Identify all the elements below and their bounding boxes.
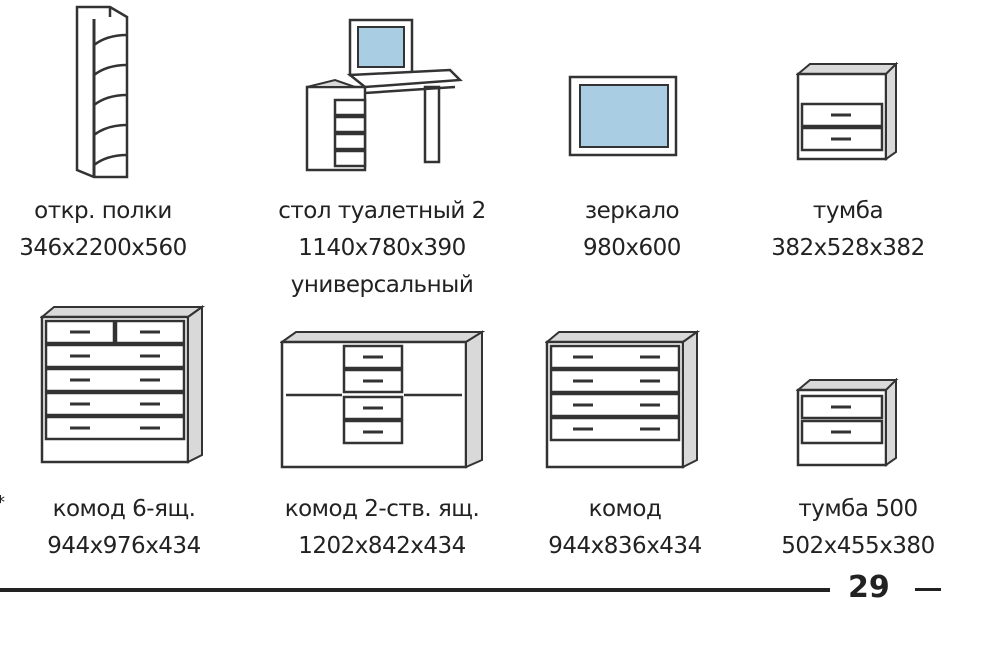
item-caption-open-shelves: откр. полки 346x2200x560 <box>0 193 253 267</box>
mirror-drawing <box>568 75 680 160</box>
item-name: комод 6-ящ. <box>52 496 196 522</box>
item-caption-mirror: зеркало 980x600 <box>482 193 782 267</box>
page-number: 29 <box>848 570 890 605</box>
item-caption-chest: комод 944x836x434 <box>475 491 775 565</box>
item-caption-nightstand: тумба 382x528x382 <box>698 193 998 267</box>
nightstand-500-drawing <box>796 378 901 468</box>
item-caption-chest-2-doors: комод 2-ств. ящ. 1202x842x434 <box>232 491 532 565</box>
open-shelves-drawing <box>72 5 132 180</box>
chest-drawing <box>545 330 700 470</box>
item-size: 502x455x380 <box>781 533 935 559</box>
footer-rule <box>0 588 830 592</box>
item-size: 944x976x434 <box>47 533 201 559</box>
item-size: 382x528x382 <box>771 235 925 261</box>
item-size: 944x836x434 <box>548 533 702 559</box>
item-size: 980x600 <box>583 235 681 261</box>
item-size: 1202x842x434 <box>298 533 466 559</box>
item-note: универсальный <box>290 272 474 298</box>
item-caption-nightstand-500: тумба 500 502x455x380 <box>708 491 1000 565</box>
item-name: откр. полки <box>34 198 172 224</box>
item-name: тумба 500 <box>798 496 918 522</box>
footnote-mark: * <box>0 492 5 513</box>
item-name: стол туалетный 2 <box>278 198 486 224</box>
item-size: 1140x780x390 <box>298 235 466 261</box>
item-size: 346x2200x560 <box>19 235 187 261</box>
item-name: зеркало <box>584 198 680 224</box>
dressing-table-drawing <box>305 15 465 175</box>
item-name: тумба <box>812 198 884 224</box>
item-caption-chest-6: комод 6-ящ. 944x976x434 <box>0 491 274 565</box>
footer-dash <box>915 588 941 591</box>
chest-2-doors-drawing <box>280 330 485 470</box>
chest-6-drawers-drawing <box>40 305 205 465</box>
item-caption-dressing-table: стол туалетный 2 1140x780x390 универсаль… <box>232 193 532 304</box>
item-name: комод 2-ств. ящ. <box>284 496 480 522</box>
item-name: комод <box>588 496 662 522</box>
nightstand-drawing <box>796 62 901 162</box>
